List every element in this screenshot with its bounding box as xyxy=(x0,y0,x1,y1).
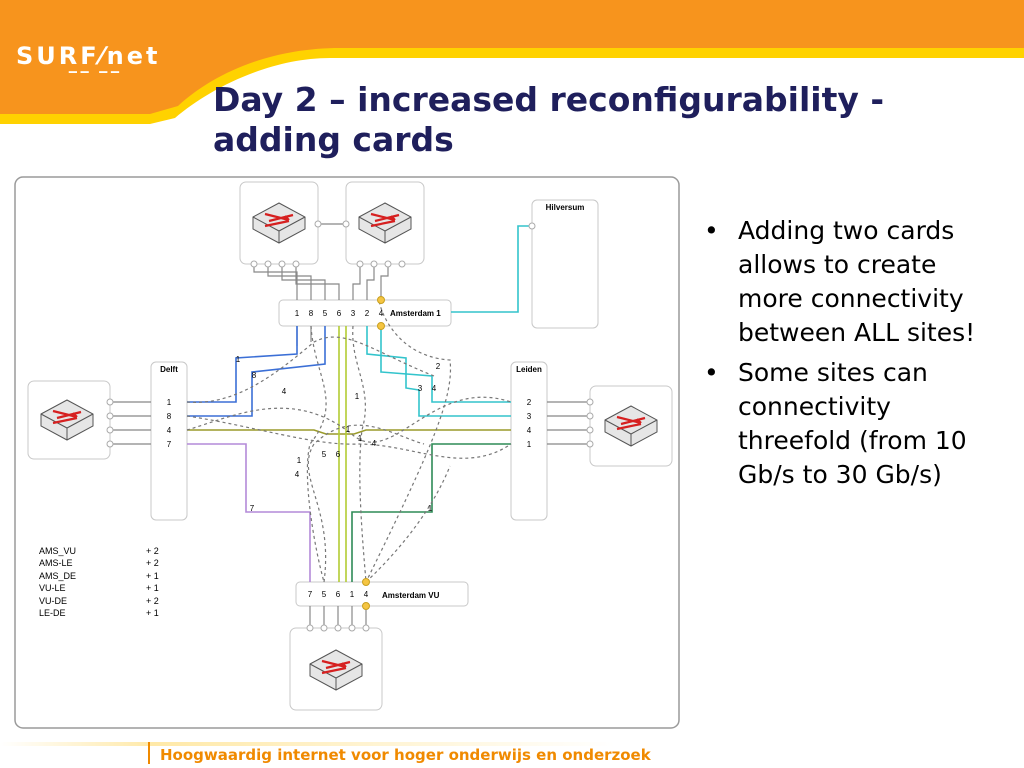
port-label: 6 xyxy=(336,590,341,599)
port-label: 5 xyxy=(322,590,327,599)
site-label-leiden: Leiden xyxy=(516,365,542,374)
port-label: 2 xyxy=(527,398,532,407)
link-label: 7 xyxy=(250,504,255,513)
port-label: 7 xyxy=(167,440,172,449)
patch-cables xyxy=(110,223,590,628)
link-label: 2 xyxy=(436,362,441,371)
site-box-hilversum xyxy=(531,199,599,329)
slide-title: Day 2 – increased reconfigurability - ad… xyxy=(213,80,993,160)
link-label: 5 xyxy=(322,450,327,459)
link-label: 1 xyxy=(358,434,363,443)
site-box-leiden xyxy=(510,361,548,521)
port-label: 8 xyxy=(309,309,314,318)
surfnet-logo: SURF⁄net xyxy=(16,42,161,70)
network-diagram: Hilversum Amsterdam 1 Delft Leiden Amste… xyxy=(14,176,680,729)
card-markers xyxy=(362,296,385,610)
link-label: 1 xyxy=(428,504,433,513)
port-label: 4 xyxy=(364,590,369,599)
footer-bar xyxy=(0,742,1024,746)
site-label-amsterdam-vu: Amsterdam VU xyxy=(382,591,440,600)
capacity-link: VU-LE xyxy=(39,583,66,593)
router-leiden xyxy=(589,385,673,467)
capacity-add: + 1 xyxy=(146,583,159,593)
link-label: 8 xyxy=(252,371,257,380)
capacity-link: AMS-LE xyxy=(39,558,73,568)
bullet-list: • Adding two cards allows to create more… xyxy=(702,214,1002,498)
capacity-add: + 1 xyxy=(146,608,159,618)
port-label: 1 xyxy=(295,309,300,318)
fiber-links xyxy=(187,225,532,582)
link-label: 1 xyxy=(236,355,241,364)
link-label: 4 xyxy=(432,384,437,393)
bullet-dot-icon: • xyxy=(704,358,719,387)
title-line-1: Day 2 – increased reconfigurability - xyxy=(213,80,885,119)
bullet-dot-icon: • xyxy=(704,216,719,245)
header-banner xyxy=(0,0,1024,124)
link-label: 3 xyxy=(418,384,423,393)
capacity-add: + 2 xyxy=(146,546,159,556)
surfnet-logo-mark: ‒‒ ‒‒ xyxy=(68,64,122,80)
capacity-add: + 2 xyxy=(146,558,159,568)
port-label: 4 xyxy=(527,426,532,435)
router-icon xyxy=(252,202,306,244)
port-label: 5 xyxy=(323,309,328,318)
port-label: 3 xyxy=(527,412,532,421)
link-label: 1 xyxy=(297,456,302,465)
site-label-hilversum: Hilversum xyxy=(546,203,585,212)
router-amsterdam-vu xyxy=(289,627,383,711)
bullet-item: • Some sites can connectivity threefold … xyxy=(702,356,1002,492)
footer-divider xyxy=(148,742,150,764)
port-label: 7 xyxy=(308,590,313,599)
capacity-link: AMS_DE xyxy=(39,571,76,581)
router-icon xyxy=(358,202,412,244)
link-label: 4 xyxy=(372,439,377,448)
link-label: 1 xyxy=(346,425,351,434)
port-label: 8 xyxy=(167,412,172,421)
router-icon xyxy=(309,649,363,691)
port-markers xyxy=(106,220,594,632)
link-label: 4 xyxy=(295,470,300,479)
router-delft xyxy=(27,380,111,460)
title-line-2: adding cards xyxy=(213,120,454,159)
port-label: 1 xyxy=(350,590,355,599)
dashed-paths xyxy=(186,297,512,583)
capacity-add: + 2 xyxy=(146,596,159,606)
site-box-amsterdam1 xyxy=(278,299,452,327)
bullet-text: Some sites can connectivity threefold (f… xyxy=(738,358,967,489)
capacity-link: LE-DE xyxy=(39,608,66,618)
port-label: 2 xyxy=(365,309,370,318)
footer-tagline: Hoogwaardig internet voor hoger onderwij… xyxy=(160,746,651,764)
bullet-text: Adding two cards allows to create more c… xyxy=(738,216,976,347)
port-label: 4 xyxy=(167,426,172,435)
bullet-item: • Adding two cards allows to create more… xyxy=(702,214,1002,350)
site-label-amsterdam1: Amsterdam 1 xyxy=(390,309,441,318)
port-label: 3 xyxy=(351,309,356,318)
site-box-delft xyxy=(150,361,188,521)
site-label-delft: Delft xyxy=(160,365,178,374)
router-icon xyxy=(604,405,658,447)
capacity-add: + 1 xyxy=(146,571,159,581)
port-label: 6 xyxy=(337,309,342,318)
capacity-link: AMS_VU xyxy=(39,546,76,556)
link-label: 6 xyxy=(336,450,341,459)
port-label: 4 xyxy=(379,309,384,318)
link-label: 4 xyxy=(282,387,287,396)
router-amsterdam1-a xyxy=(239,181,319,265)
capacity-table: AMS_VU + 2 AMS-LE + 2 AMS_DE + 1 VU-LE +… xyxy=(39,546,159,618)
link-label: 1 xyxy=(355,392,360,401)
router-amsterdam1-b xyxy=(345,181,425,265)
capacity-link: VU-DE xyxy=(39,596,67,606)
port-label: 1 xyxy=(167,398,172,407)
port-label: 1 xyxy=(527,440,532,449)
router-icon xyxy=(40,399,94,441)
site-box-amsterdam-vu xyxy=(295,581,469,607)
